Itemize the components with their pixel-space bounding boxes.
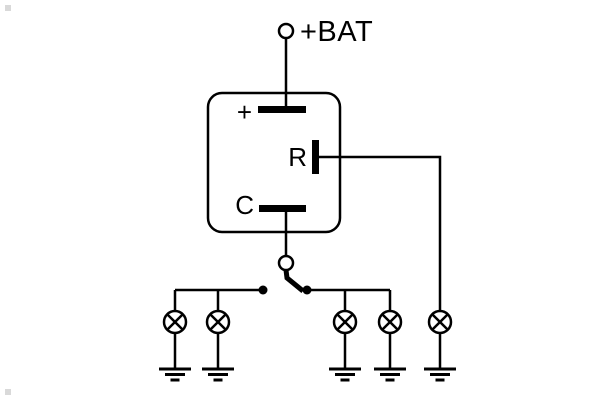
watermark-artifact: [5, 389, 11, 395]
switch-icon: [258, 254, 312, 295]
plus-terminal-bar: [258, 106, 306, 113]
lamp-icon: [427, 309, 453, 335]
ground-icon: [159, 367, 191, 382]
battery-terminal-icon: [277, 22, 295, 40]
lamp-icons: [162, 309, 453, 335]
ground-icon: [374, 367, 406, 382]
c-terminal-label: C: [235, 190, 254, 220]
watermark-artifact: [5, 5, 11, 11]
lamp-icon: [162, 309, 188, 335]
ground-icon: [202, 367, 234, 382]
lamp-icon: [332, 309, 358, 335]
battery-label: +BAT: [300, 16, 373, 48]
plus-terminal-label: +: [237, 97, 252, 127]
wires: [173, 38, 442, 369]
ground-icons: [159, 367, 456, 382]
ground-icon: [329, 367, 361, 382]
r-terminal-label: R: [288, 142, 307, 172]
c-terminal-bar: [259, 205, 306, 212]
switch-contact-left: [258, 285, 268, 295]
lamp-icon: [205, 309, 231, 335]
switch-contact-right: [302, 285, 312, 295]
ground-icon: [424, 367, 456, 382]
r-terminal-bar: [312, 140, 319, 174]
lamp-icon: [377, 309, 403, 335]
relay-box: [206, 91, 342, 234]
